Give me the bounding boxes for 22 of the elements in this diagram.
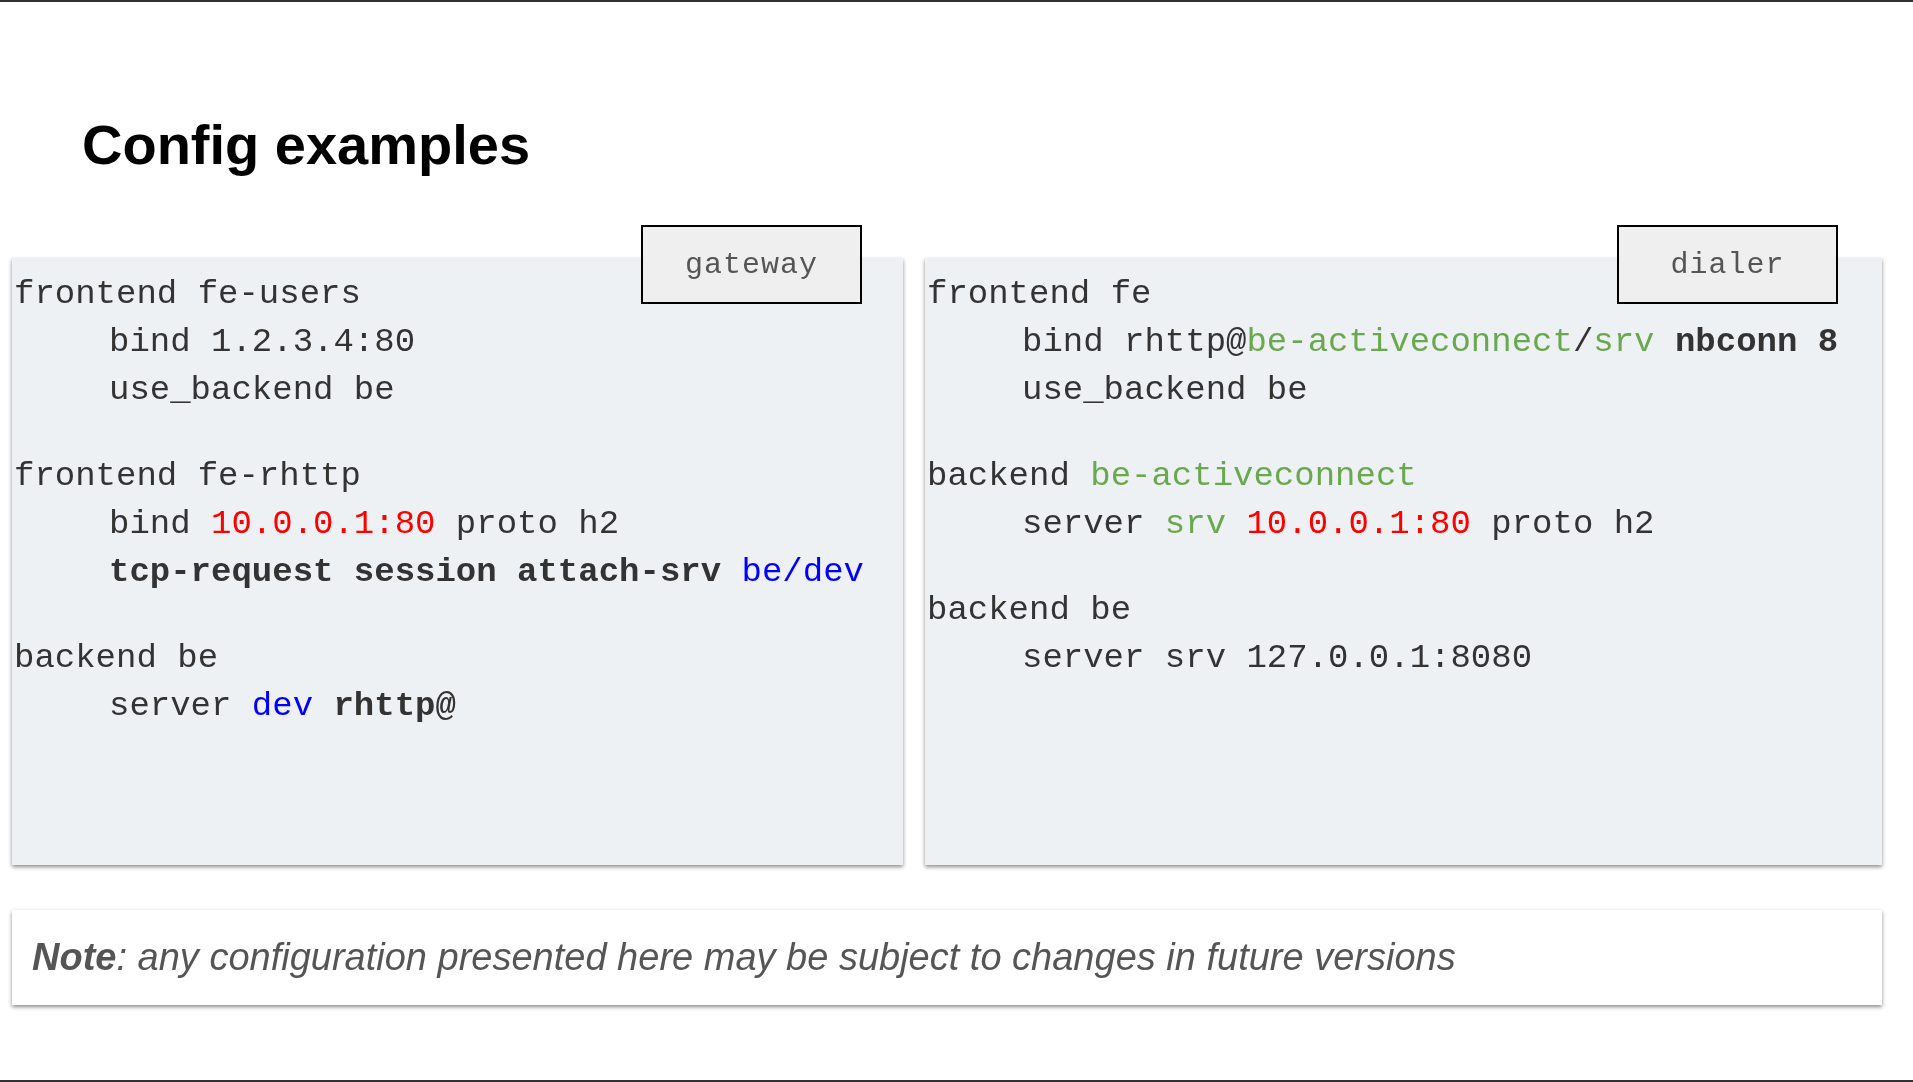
host-tag <box>1617 225 1838 304</box>
code-line: frontend fe-users <box>14 274 361 314</box>
code-line: backend be <box>927 590 1132 630</box>
code-line: bind rhttp@be-activeconnect/srv nbconn 8 <box>1022 322 1839 362</box>
code-line: bind 1.2.3.4:80 <box>109 322 416 362</box>
code-line: use_backend be <box>1022 370 1308 410</box>
tag-label: dialer <box>1670 247 1785 282</box>
code-line: server srv 10.0.0.1:80 proto h2 <box>1022 504 1655 544</box>
code-line: backend be-activeconnect <box>927 456 1417 496</box>
tag-label: gateway <box>685 247 818 282</box>
code-line: frontend fe-rhttp <box>14 456 361 496</box>
code-line: server srv 127.0.0.1:8080 <box>1022 638 1533 678</box>
code-line: backend be <box>14 638 219 678</box>
code-line: server dev rhttp@ <box>109 686 456 726</box>
slide-title: Config examples <box>82 112 531 177</box>
code-line: bind 10.0.0.1:80 proto h2 <box>109 504 620 544</box>
host-tag <box>641 225 862 304</box>
code-line: use_backend be <box>109 370 395 410</box>
code-line: tcp-request session attach-srv be/dev <box>109 552 864 592</box>
code-line: frontend fe <box>927 274 1152 314</box>
note-text: Note: any configuration presented here may be subject to changes in future versions <box>31 936 1456 979</box>
note-card <box>12 910 1882 1005</box>
